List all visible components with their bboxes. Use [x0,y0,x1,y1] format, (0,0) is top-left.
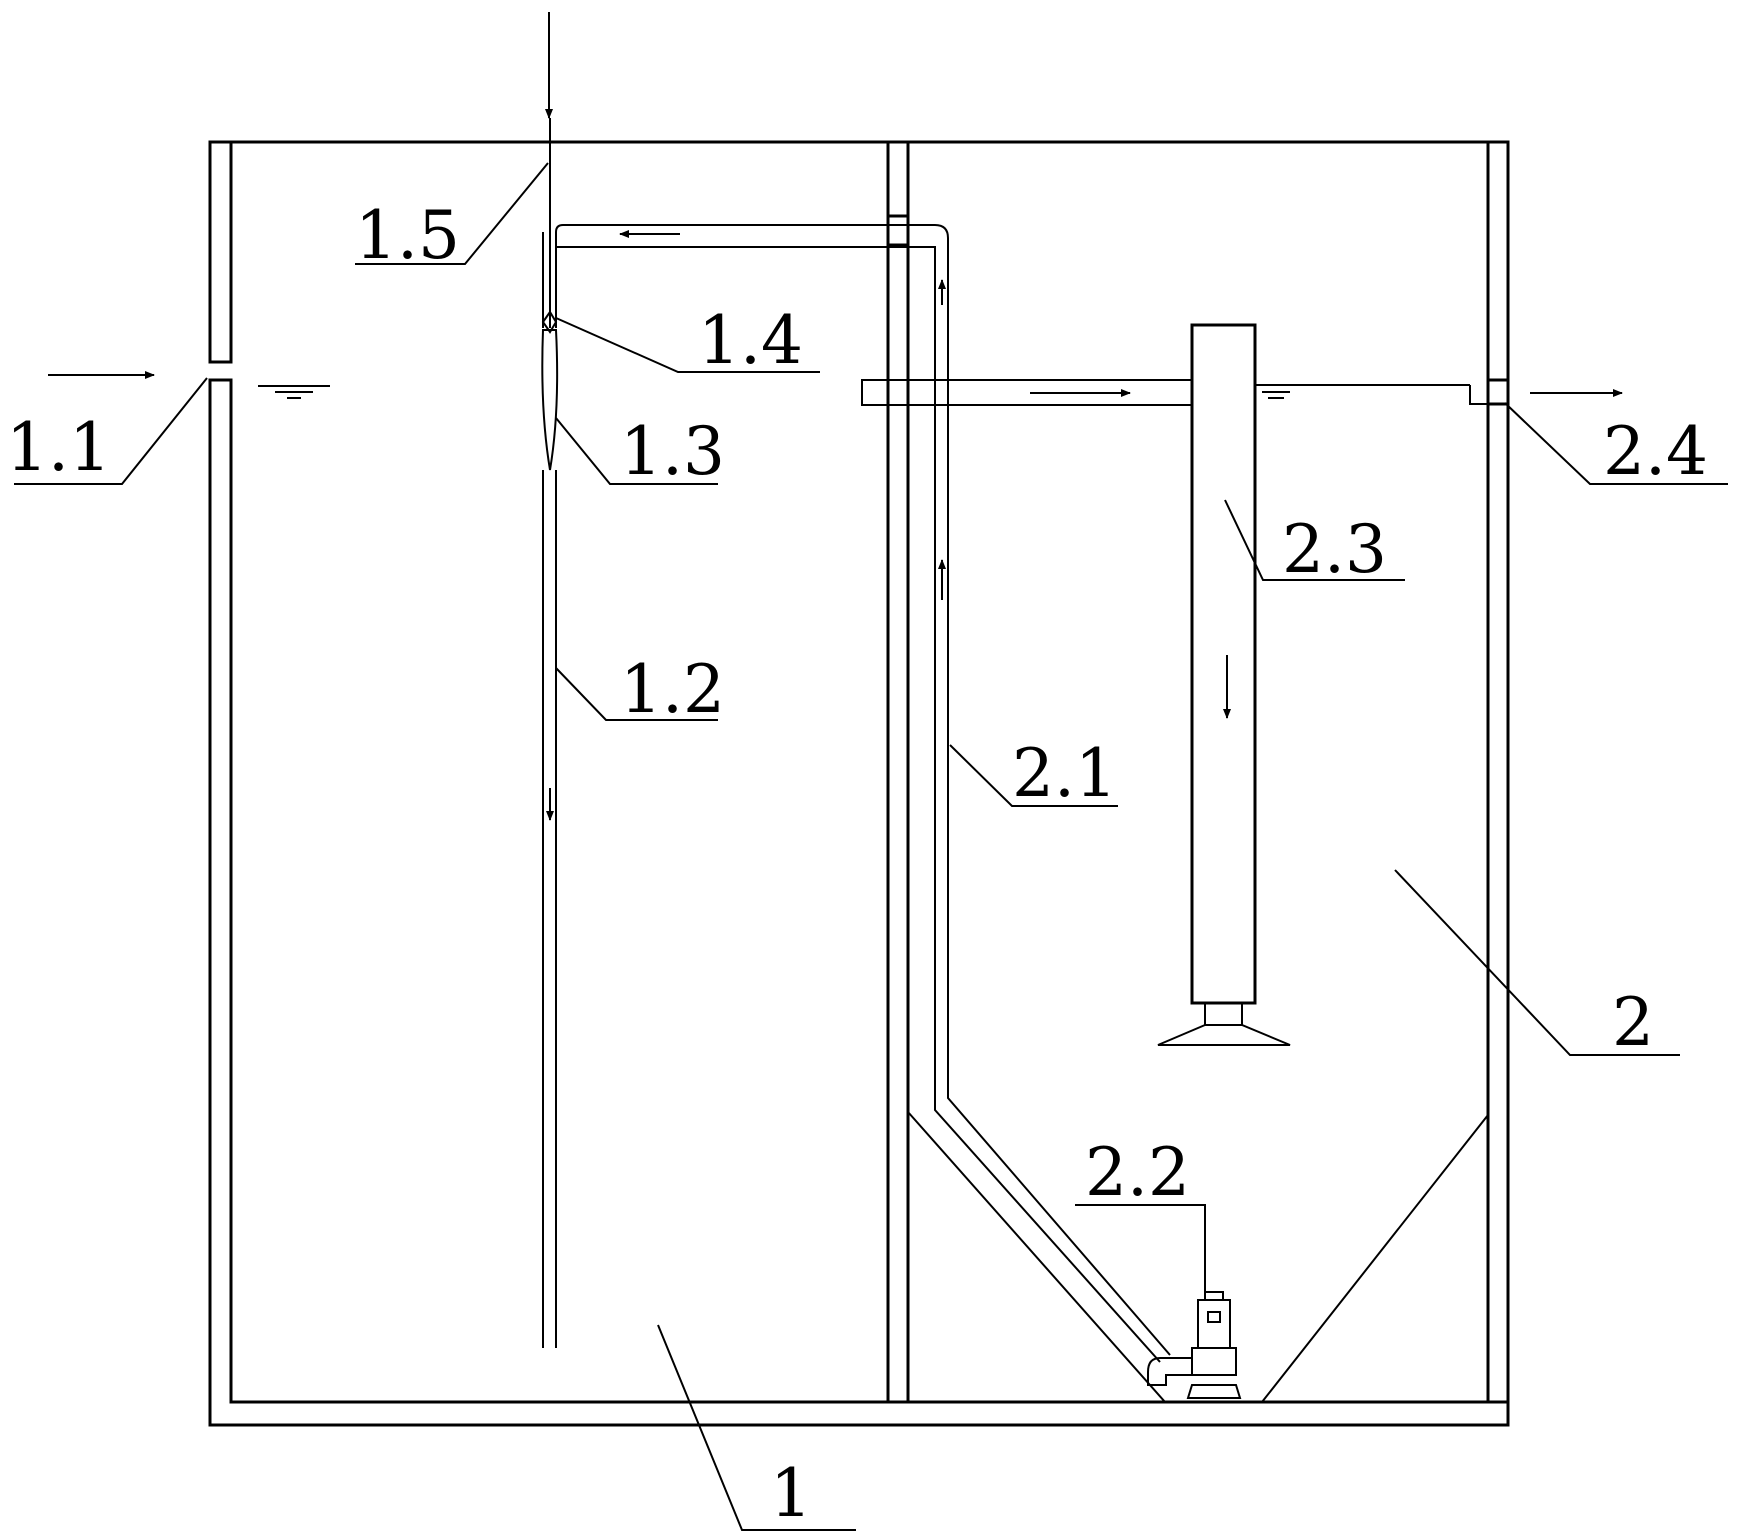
label-1-3: 1.3 [620,413,725,490]
transfer-channel [861,379,1193,406]
outlet-wall [1486,140,1510,1404]
label-2-4: 2.4 [1603,413,1708,490]
partition-wall [886,140,910,1404]
label-2-3: 2.3 [1282,511,1387,588]
central-column [1157,323,1291,1046]
label-1: 1 [770,1455,812,1532]
label-1-1: 1.1 [6,409,111,486]
aeration-pipe [541,12,559,1348]
label-1-2: 1.2 [620,651,725,728]
tank-1 [208,140,1510,1427]
submersible-pump [1147,1291,1242,1399]
label-1-5: 1.5 [355,197,460,274]
label-2: 2 [1612,984,1654,1061]
label-2-2: 2.2 [1085,1134,1190,1211]
leader-lines [14,162,1728,1531]
outlet-flow [1255,384,1623,405]
return-pipe [555,224,1171,1363]
label-1-4: 1.4 [698,302,803,379]
sludge-hopper [907,1109,1489,1403]
inlet-flow [48,371,330,399]
label-2-1: 2.1 [1012,735,1117,812]
